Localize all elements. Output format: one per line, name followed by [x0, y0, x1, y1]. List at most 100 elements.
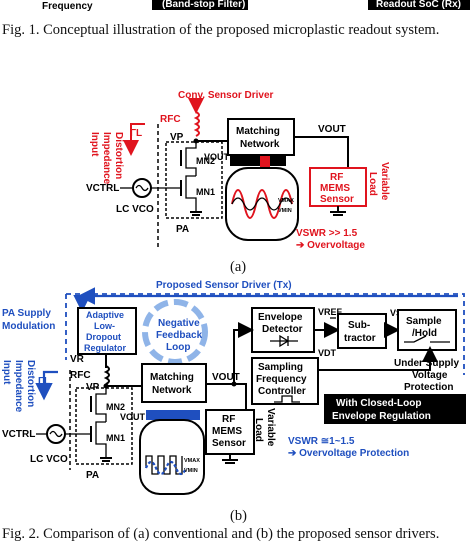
- mn1-a: MN1: [196, 187, 215, 197]
- ldo-2: Low-: [94, 321, 115, 331]
- env-det-2: Detector: [262, 324, 303, 335]
- waveform-a: [231, 189, 293, 219]
- rfc-label-b: RFC: [70, 370, 91, 381]
- matching-network-b: [141, 363, 207, 403]
- distortion-b2: Impedance: [13, 360, 24, 413]
- feedback-3: Loop: [166, 342, 190, 353]
- sh-2: /Hold: [412, 328, 437, 339]
- fig2-caption: Fig. 2. Comparison of (a) conventional a…: [2, 526, 439, 542]
- vs-label: VS: [390, 308, 402, 318]
- feedback-2: Feedback: [156, 330, 203, 341]
- under-supply-2: Voltage: [412, 370, 448, 381]
- matching-text-b1: Matching: [150, 372, 194, 383]
- vref-label: VREF: [318, 307, 343, 317]
- vswr-b: VSWR ≅1~1.5: [288, 436, 355, 447]
- vr-label: VR: [70, 354, 85, 365]
- lcvco-label-a: LC VCO: [116, 204, 154, 215]
- matching-text-b2: Network: [152, 385, 192, 396]
- pa-box-a: [165, 141, 223, 219]
- sample-hold: [397, 309, 457, 351]
- rf-mems-b1: RF: [222, 414, 235, 425]
- rf-mems-b2: MEMS: [212, 426, 242, 437]
- probe-bar-b: [146, 410, 200, 420]
- sampling-2: Frequency: [256, 374, 307, 385]
- env-det-1: Envelope: [258, 312, 303, 323]
- waveform-b: [145, 455, 183, 475]
- vout-node-b: VOUT: [120, 412, 146, 422]
- subtractor: [337, 313, 387, 349]
- varload-a1: Variable: [379, 162, 390, 201]
- varload-b1: Variable: [265, 408, 276, 447]
- proposed-driver-title: Proposed Sensor Driver (Tx): [156, 280, 292, 291]
- sampling-3: Controller: [258, 386, 306, 397]
- gamma-a: ΓL: [130, 128, 142, 139]
- matching-text-a1: Matching: [236, 126, 280, 137]
- fig2a-conventional-driver: Conv. Sensor Driver RFC VP Matching Netw…: [86, 90, 390, 275]
- closed-loop-1: With Closed-Loop: [336, 398, 421, 409]
- vmax-b: VMAX: [184, 458, 200, 464]
- subfig-b-label: (b): [230, 508, 247, 524]
- feedback-1: Negative: [158, 318, 200, 329]
- overvoltage-b: ➔ Overvoltage Protection: [288, 448, 409, 459]
- vout-label-b: VOUT: [212, 372, 240, 383]
- vmin-b: VMIN: [184, 468, 198, 474]
- pa-box-b: [75, 387, 133, 465]
- ldo-4: Regulator: [84, 343, 127, 353]
- subtractor-1: Sub-: [348, 320, 370, 331]
- feedback-loop-graphic: [142, 299, 208, 365]
- pa-supply-1: PA Supply: [2, 308, 51, 319]
- rf-mems-a2: MEMS: [320, 183, 350, 194]
- conv-driver-title: Conv. Sensor Driver: [178, 90, 274, 101]
- rfc-label-a: RFC: [160, 114, 181, 125]
- vmax-a: VMAX: [278, 198, 294, 204]
- rf-mems-a1: RF: [330, 172, 343, 183]
- under-supply-3: Protection: [404, 382, 453, 393]
- sh-1: Sample: [406, 316, 442, 327]
- rfc-inductor-a: [193, 111, 200, 137]
- subfig-a-label: (a): [230, 259, 246, 275]
- distortion-a3: Distortion: [113, 132, 124, 179]
- ldo-3: Dropout: [86, 332, 121, 342]
- frequency-label: Frequency: [42, 1, 93, 12]
- fig2b-proposed-driver: Proposed Sensor Driver (Tx) PA Supply Mo…: [1, 280, 466, 524]
- vmin-a: VMIN: [278, 208, 292, 214]
- subtractor-2: tractor: [344, 333, 376, 344]
- mn2-b: MN2: [106, 402, 125, 412]
- readout-label: Readout SoC (Rx): [376, 0, 461, 10]
- sampling-1: Sampling: [258, 362, 303, 373]
- vctrl-a: VCTRL: [86, 183, 119, 194]
- closed-loop-2: Envelope Regulation: [332, 411, 431, 422]
- varload-a2: Load: [367, 172, 378, 196]
- vout-node-a: VOUT: [204, 152, 230, 162]
- vctrl-b: VCTRL: [2, 429, 35, 440]
- closed-loop-box: [324, 394, 466, 424]
- distortion-b1: Input: [1, 360, 12, 385]
- vout-label-a: VOUT: [318, 124, 346, 135]
- vp-label-a: VP: [170, 132, 184, 143]
- lcvco-label-b: LC VCO: [30, 454, 68, 465]
- ldo-1: Adaptive: [86, 310, 124, 320]
- distortion-a1: Input: [89, 132, 100, 157]
- rf-mems-a3: Sensor: [320, 194, 354, 205]
- rf-mems-b3: Sensor: [212, 438, 246, 449]
- waveform-panel-b: [139, 419, 205, 495]
- waveform-panel-a: [225, 167, 299, 241]
- bandstop-label: (Band-stop Filter): [162, 0, 245, 10]
- mn2-a: MN2: [196, 156, 215, 166]
- pa-supply-2: Modulation: [2, 321, 55, 332]
- under-supply-1: Under Supply: [394, 358, 459, 369]
- readout-box: [368, 0, 470, 10]
- fig1-header: Frequency (Band-stop Filter) Readout SoC…: [2, 0, 470, 38]
- probe-bar-a: [230, 156, 286, 166]
- varload-b2: Load: [253, 418, 264, 442]
- vswr-a: VSWR >> 1.5: [296, 228, 358, 239]
- overvoltage-a: ➔ Overvoltage: [296, 240, 365, 251]
- distortion-a2: Impedance: [101, 132, 112, 185]
- mn1-b: MN1: [106, 433, 125, 443]
- fig1-caption: Fig. 1. Conceptual illustration of the p…: [2, 22, 439, 38]
- matching-text-a2: Network: [240, 139, 280, 150]
- bandstop-box: [152, 0, 248, 10]
- vdt-label: VDT: [318, 348, 337, 358]
- pa-label-b: PA: [86, 470, 99, 481]
